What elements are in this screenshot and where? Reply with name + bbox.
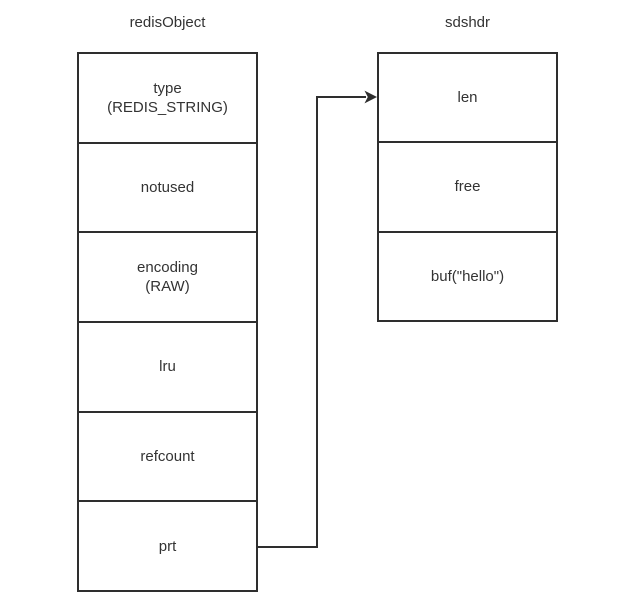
cell-free: free xyxy=(379,141,556,230)
sdshdr-title: sdshdr xyxy=(444,14,491,31)
cell-prt: prt xyxy=(79,500,256,590)
redisobject-title: redisObject xyxy=(129,14,206,31)
cell-refcount: refcount xyxy=(79,410,256,501)
arrow-line xyxy=(257,96,366,548)
redisobject-table: type (REDIS_STRING) notused encoding (RA… xyxy=(77,52,258,592)
sdshdr-table: len free buf("hello") xyxy=(377,52,558,322)
cell-type: type (REDIS_STRING) xyxy=(107,79,228,116)
cell-notused: notused xyxy=(79,141,256,232)
arrow-head-icon xyxy=(364,90,377,104)
cell-encoding: encoding (RAW) xyxy=(79,231,256,321)
cell-buf: buf("hello") xyxy=(379,230,556,320)
cell-lru: lru xyxy=(79,321,256,411)
cell-len: len xyxy=(457,89,478,107)
